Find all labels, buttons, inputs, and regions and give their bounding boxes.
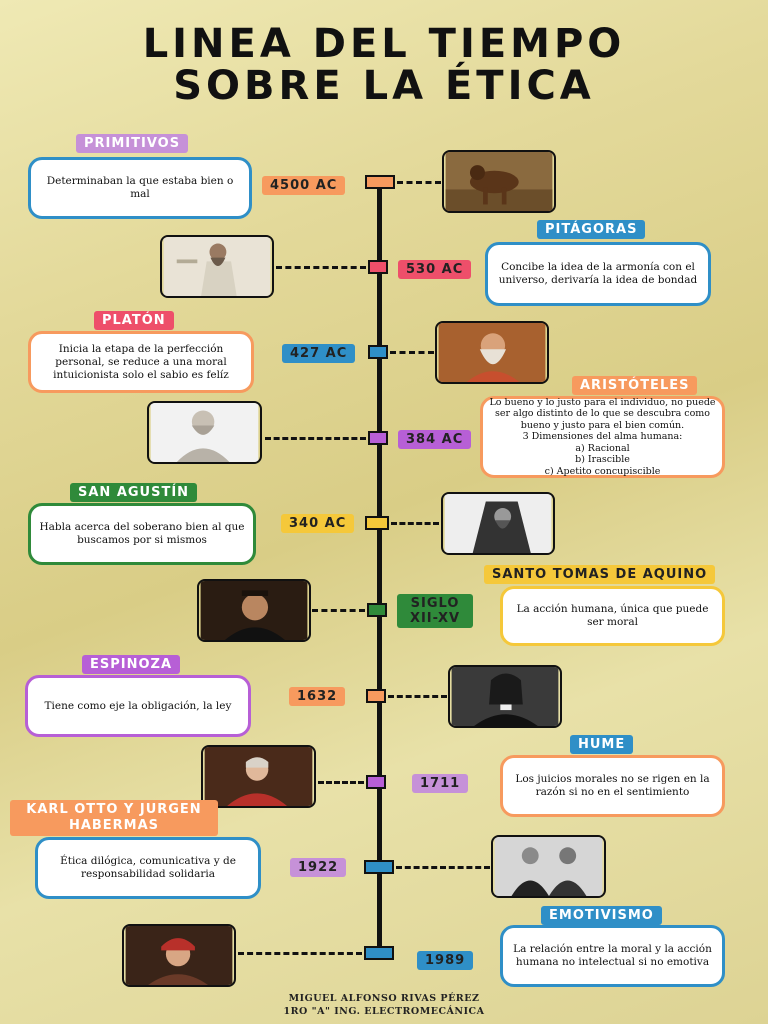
timeline-axis: [377, 180, 382, 956]
augustine-photo: [441, 492, 555, 555]
connector-aristoteles: [265, 437, 366, 440]
event-text-pitagoras: Concibe la idea de la armonía con el uni…: [485, 242, 711, 306]
event-text-hume: Los juicios morales no se rigen en la ra…: [500, 755, 725, 817]
event-name-habermas: KARL OTTO Y JURGEN HABERMAS: [10, 800, 218, 836]
aristotle-photo: [147, 401, 262, 464]
timeline-node-habermas: [364, 860, 394, 874]
pythagoras-photo: [160, 235, 274, 298]
connector-espinoza: [388, 695, 447, 698]
event-text-habermas: Ética dilógica, comunicativa y de respon…: [35, 837, 261, 899]
connector-aquino: [312, 609, 365, 612]
event-date-emotivismo: 1989: [417, 951, 474, 970]
event-date-habermas: 1922: [290, 858, 347, 877]
event-date-espinoza: 1632: [289, 687, 346, 706]
event-text-san-agustin: Habla acerca del soberano bien al que bu…: [28, 503, 256, 565]
page-title-line1: LINEA DEL TIEMPO: [142, 21, 626, 67]
spinoza-photo: [448, 665, 562, 728]
event-date-aquino: SIGLO XII-XV: [397, 594, 473, 628]
timeline-node-aristoteles: [368, 431, 388, 445]
event-name-platon: PLATÓN: [94, 311, 174, 330]
connector-platon: [390, 351, 434, 354]
event-text-espinoza: Tiene como eje la obligación, la ley: [25, 675, 251, 737]
connector-primitivos: [397, 181, 441, 184]
event-name-espinoza: ESPINOZA: [82, 655, 181, 674]
timeline-node-hume: [366, 775, 386, 789]
event-name-aquino: SANTO TOMAS DE AQUINO: [484, 565, 716, 584]
page-title-line2: SOBRE LA ÉTICA: [173, 63, 595, 109]
event-name-aristoteles: ARISTÓTELES: [572, 376, 698, 395]
footer-group: 1RO "A" ING. ELECTROMECÁNICA: [283, 1006, 485, 1017]
connector-hume: [318, 781, 364, 784]
event-name-emotivismo: EMOTIVISMO: [541, 906, 662, 925]
connector-habermas: [396, 866, 490, 869]
timeline-node-pitagoras: [368, 260, 388, 274]
event-date-hume: 1711: [412, 774, 469, 793]
plato-photo: [435, 321, 549, 384]
event-name-primitivos: PRIMITIVOS: [76, 134, 189, 153]
event-text-platon: Inicia la etapa de la perfección persona…: [28, 331, 254, 393]
event-text-primitivos: Determinaban la que estaba bien o mal: [28, 157, 252, 219]
event-name-hume: HUME: [570, 735, 634, 754]
connector-pitagoras: [276, 266, 366, 269]
emotivism-photo: [122, 924, 236, 987]
aquinas-photo: [197, 579, 311, 642]
timeline-node-platon: [368, 345, 388, 359]
timeline-node-espinoza: [366, 689, 386, 703]
event-date-primitivos: 4500 AC: [262, 176, 346, 195]
footer-author: MIGUEL ALFONSO RIVAS PÉREZ: [288, 993, 480, 1004]
connector-san-agustin: [391, 522, 439, 525]
event-text-aquino: La acción humana, única que puede ser mo…: [500, 586, 725, 646]
event-text-emotivismo: La relación entre la moral y la acción h…: [500, 925, 725, 987]
event-date-aristoteles: 384 AC: [398, 430, 472, 449]
event-name-san-agustin: SAN AGUSTÍN: [70, 483, 198, 502]
event-text-aristoteles: Lo bueno y lo justo para el individuo, n…: [480, 396, 725, 478]
timeline-node-primitivos: [365, 175, 395, 189]
caveman-photo: [442, 150, 556, 213]
timeline-node-emotivismo: [364, 946, 394, 960]
timeline-node-aquino: [367, 603, 387, 617]
event-date-pitagoras: 530 AC: [398, 260, 472, 279]
event-name-pitagoras: PITÁGORAS: [537, 220, 646, 239]
event-date-san-agustin: 340 AC: [281, 514, 355, 533]
event-date-platon: 427 AC: [282, 344, 356, 363]
hume-photo: [201, 745, 316, 808]
habermas-photo: [491, 835, 606, 898]
timeline-node-san-agustin: [365, 516, 389, 530]
connector-emotivismo: [238, 952, 362, 955]
